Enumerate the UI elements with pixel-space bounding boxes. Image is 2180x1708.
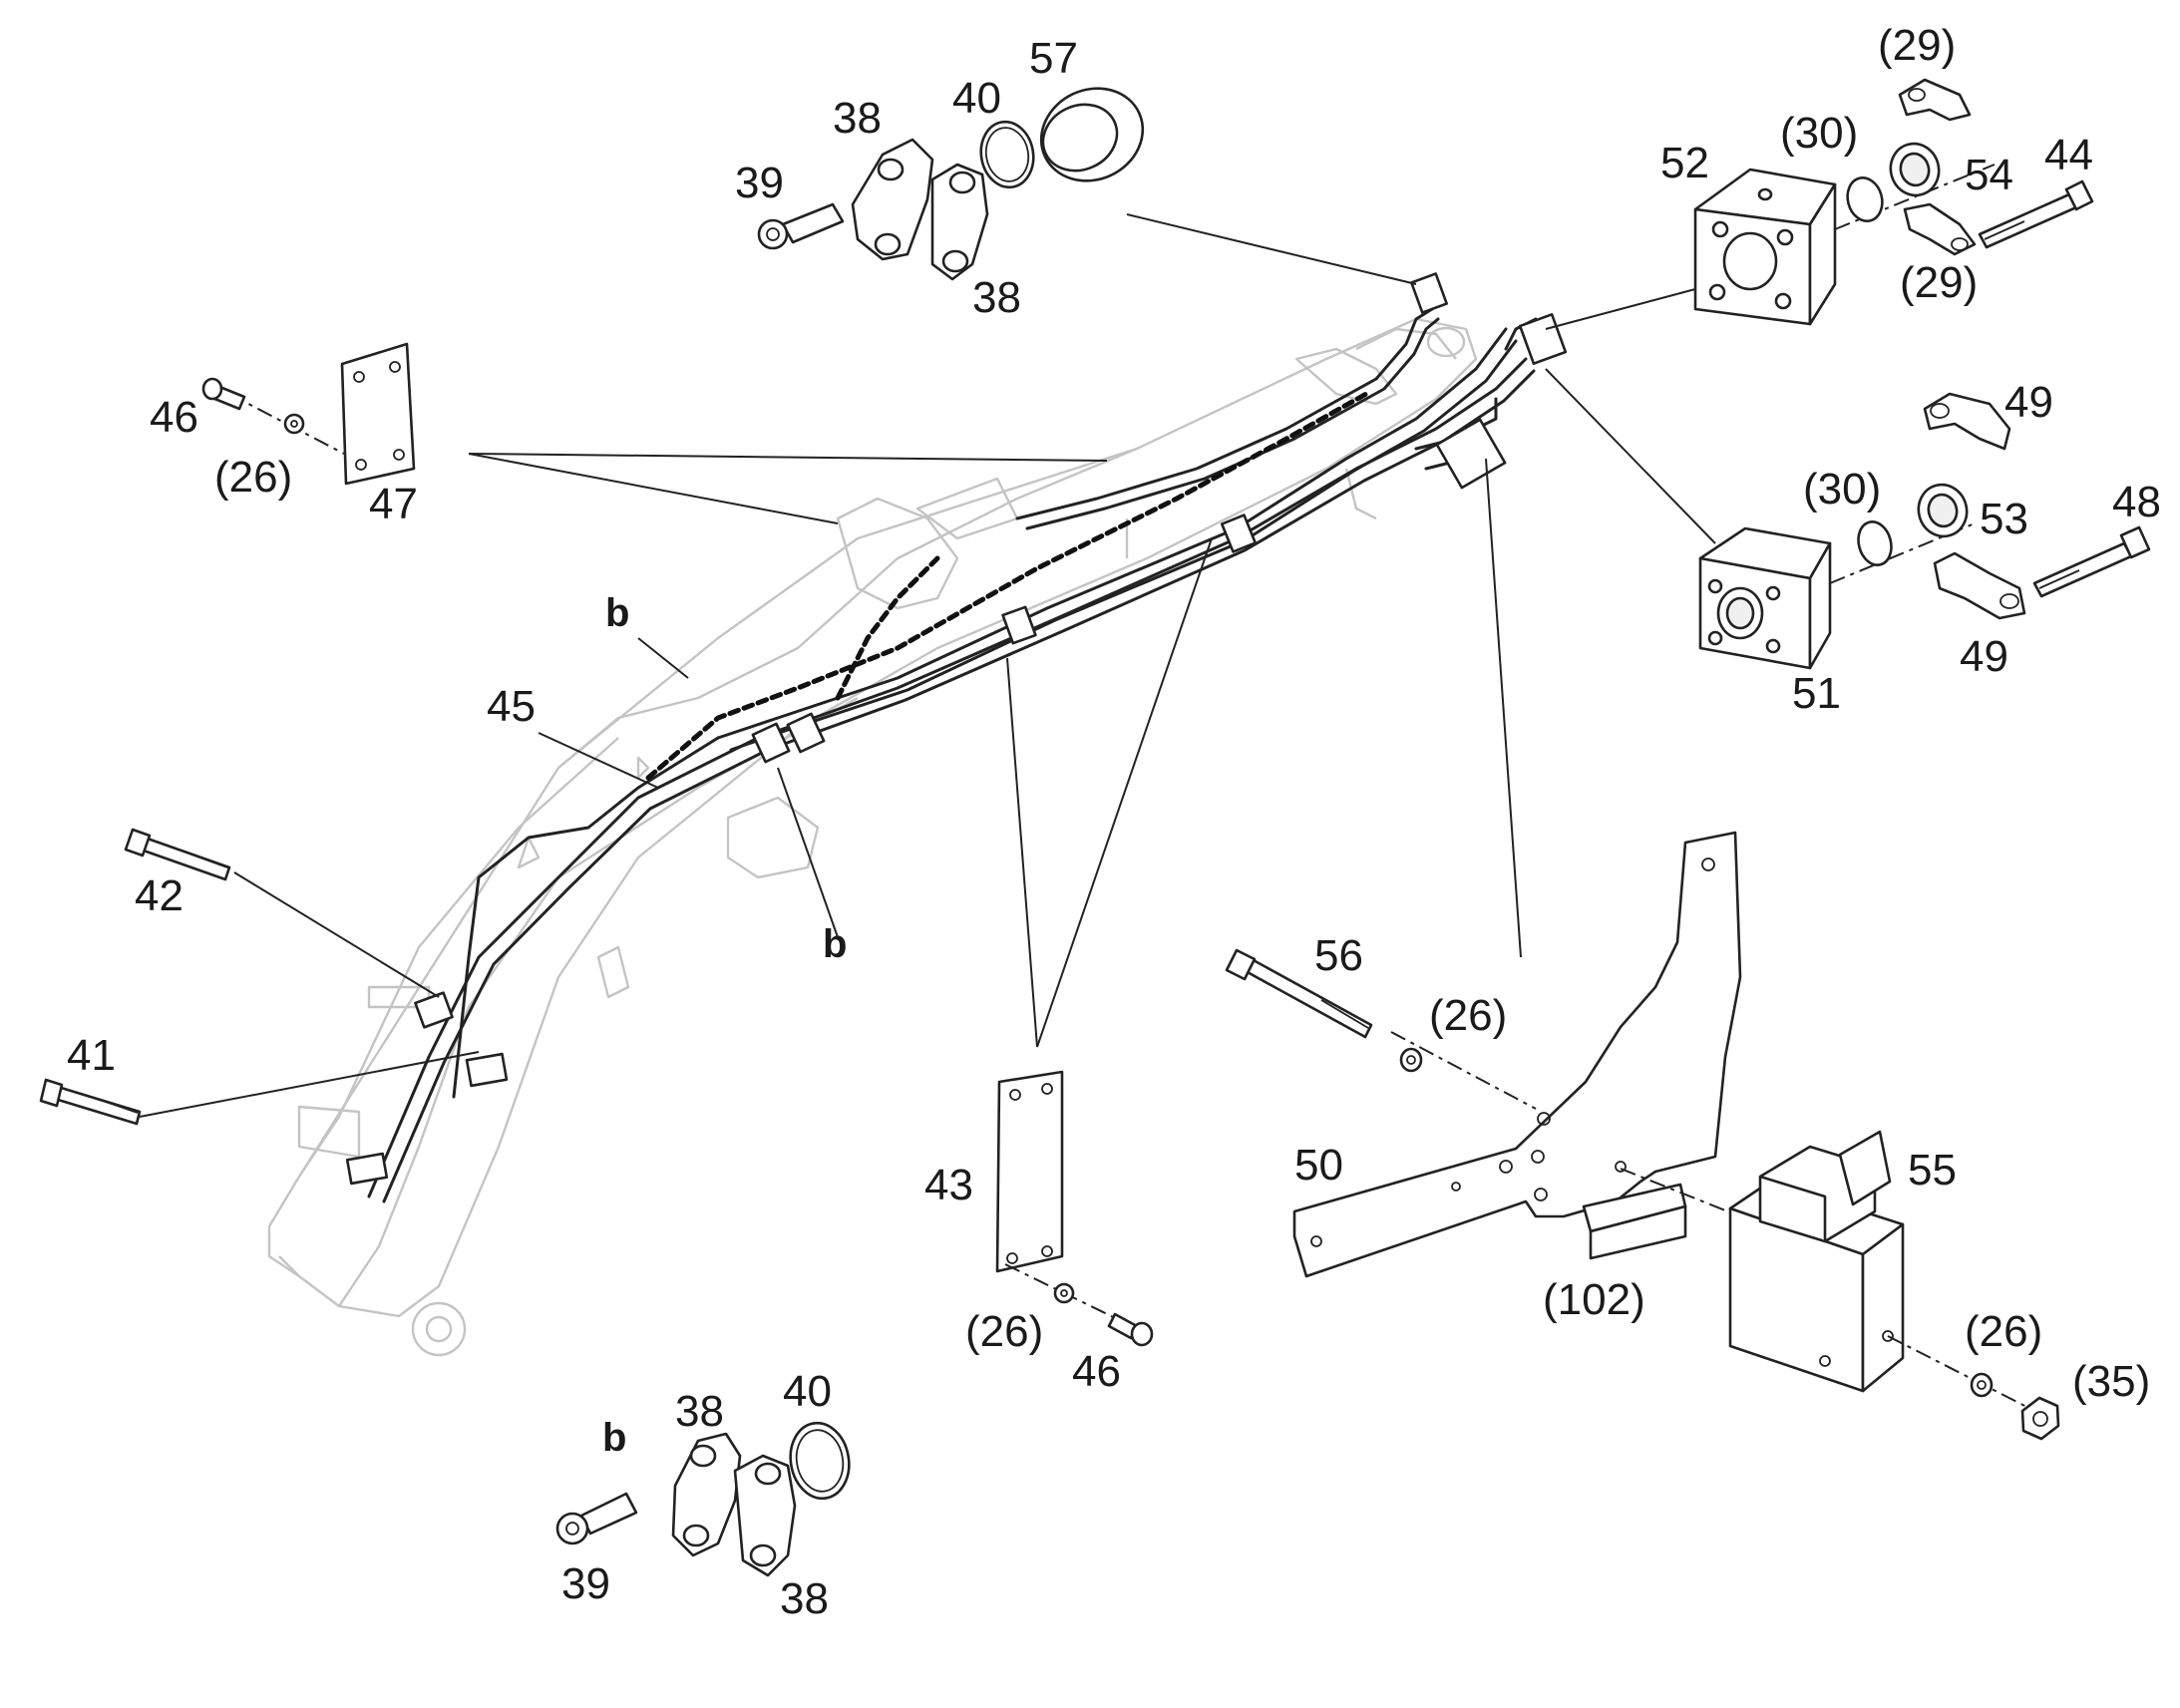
- label-38-bottom-b: 38: [780, 1574, 829, 1623]
- label-46-plate: 46: [1072, 1347, 1121, 1396]
- flange-half-29-top: [1898, 78, 1972, 122]
- label-56: 56: [1314, 931, 1363, 980]
- socket-bolt-39-bottom: [555, 1492, 638, 1545]
- label-30-mid: (30): [1803, 465, 1881, 513]
- label-49-bottom: 49: [1960, 632, 2008, 681]
- label-30-top: (30): [1780, 109, 1858, 158]
- plate-43-cluster: [995, 1070, 1154, 1347]
- o-ring-30-mid: [1857, 520, 1893, 566]
- bolt-41: [39, 1078, 142, 1126]
- label-38-bottom-a: 38: [675, 1387, 724, 1436]
- label-53: 53: [1980, 495, 2028, 543]
- leader-lines: [139, 213, 1716, 1118]
- label-26-right: (26): [1965, 1307, 2042, 1356]
- top-flange-cluster: [757, 87, 1145, 281]
- label-55: 55: [1908, 1146, 1957, 1195]
- valve-55: [1728, 1130, 1905, 1393]
- label-39-top: 39: [735, 159, 784, 207]
- label-45: 45: [487, 682, 536, 731]
- flange-half-38-lower: [930, 163, 989, 281]
- nut-35: [2020, 1396, 2060, 1441]
- o-ring-40-top: [979, 120, 1035, 189]
- right-mid-block-cluster: [1698, 392, 2151, 670]
- label-102: (102): [1543, 1275, 1645, 1324]
- flange-half-38-upper: [851, 138, 934, 261]
- label-40-top: 40: [952, 74, 1001, 123]
- boom-structure: [267, 317, 1478, 1357]
- label-43: 43: [924, 1161, 973, 1209]
- label-39-bottom: 39: [561, 1559, 610, 1608]
- label-51: 51: [1792, 669, 1841, 718]
- label-48: 48: [2112, 478, 2161, 526]
- flange-half-29-bottom: [1903, 202, 1977, 256]
- flange-half-38-bottom-b: [733, 1454, 797, 1577]
- label-50: 50: [1294, 1141, 1343, 1190]
- washer-26-plate: [1053, 1282, 1075, 1304]
- plate-47: [340, 342, 416, 486]
- label-54: 54: [1965, 151, 2013, 199]
- label-29-bottom: (29): [1900, 258, 1978, 307]
- bottom-flange-cluster: [555, 1421, 851, 1577]
- label-46-left: 46: [150, 393, 198, 442]
- top-right-block-cluster: [1693, 78, 2094, 326]
- o-ring-30-top: [1846, 175, 1884, 223]
- label-29-top: (29): [1878, 21, 1956, 70]
- label-47: 47: [369, 480, 418, 528]
- bolt-56: [1225, 948, 1373, 1039]
- flange-half-49-bottom: [1933, 551, 2026, 620]
- bolt-42: [124, 828, 231, 881]
- label-b-mid: b: [823, 922, 847, 966]
- washer-26-mid: [1399, 1047, 1423, 1073]
- label-44: 44: [2044, 131, 2093, 179]
- hose-lines: [367, 307, 1538, 1203]
- flange-half-49-top: [1923, 392, 2011, 451]
- label-41: 41: [67, 1031, 116, 1080]
- left-upper-plate-cluster: [201, 342, 416, 486]
- bolt-46-left: [201, 377, 246, 411]
- label-b-top: b: [605, 591, 629, 635]
- seal-ring-57: [1039, 87, 1145, 182]
- label-38-top-b: 38: [972, 273, 1021, 322]
- label-49-top: 49: [2004, 378, 2053, 427]
- label-35: (35): [2072, 1357, 2150, 1406]
- label-57: 57: [1029, 34, 1078, 83]
- flange-half-38-bottom-a: [671, 1432, 742, 1557]
- spacer-102: [1582, 1183, 1687, 1260]
- bolt-44: [1978, 179, 2094, 249]
- hose-clamps: [345, 272, 1568, 1186]
- label-52: 52: [1660, 139, 1709, 187]
- label-b-bottom: b: [602, 1416, 626, 1460]
- part-labels: 57 40 38 39 38 (29) (30) 52 54 44 (29) 4…: [67, 21, 2161, 1623]
- bracket-50: [1292, 831, 1742, 1278]
- block-52: [1693, 168, 1837, 326]
- washer-26-right: [1970, 1372, 1994, 1398]
- label-40-bottom: 40: [783, 1367, 832, 1416]
- label-42: 42: [135, 871, 183, 920]
- socket-bolt-39-top: [757, 202, 845, 250]
- bolt-48: [2032, 525, 2151, 598]
- o-ring-40-bottom: [789, 1421, 851, 1501]
- label-26-left: (26): [214, 453, 292, 502]
- label-26-mid: (26): [1429, 991, 1507, 1040]
- label-26-plate: (26): [965, 1307, 1043, 1356]
- block-51: [1698, 526, 1832, 670]
- washer-26-left: [283, 413, 305, 435]
- label-38-top-a: 38: [833, 94, 882, 143]
- plate-43: [995, 1070, 1064, 1273]
- bolt-46-plate: [1107, 1312, 1154, 1347]
